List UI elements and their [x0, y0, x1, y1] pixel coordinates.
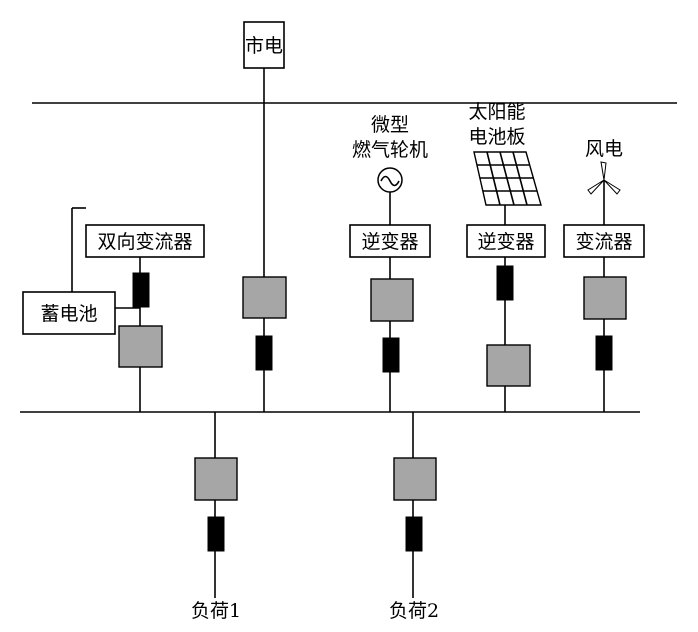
load1-switch	[194, 457, 238, 501]
wind-label: 风电	[585, 138, 623, 160]
bidirectional-converter-label: 双向变流器	[97, 231, 192, 253]
load1-label: 负荷1	[191, 600, 241, 622]
wind-turbine-icon	[587, 161, 621, 225]
solar-switch	[486, 344, 531, 387]
microturbine-inverter-box	[349, 224, 431, 258]
solar-inverter-box	[466, 224, 546, 258]
wind-switch	[583, 276, 627, 320]
microturbine-switch	[370, 278, 414, 322]
microturbine-label-line1: 微型	[371, 114, 409, 136]
battery-label: 蓄电池	[40, 303, 97, 325]
load1-breaker	[207, 516, 225, 552]
load2-switch	[393, 457, 437, 501]
sine-wave-icon	[380, 175, 400, 187]
battery-switch	[118, 325, 163, 368]
load2-breaker	[405, 516, 423, 552]
grid-breaker	[255, 335, 273, 371]
battery-breaker	[132, 272, 150, 308]
grid-label: 市电	[245, 35, 283, 57]
bidirectional-converter-box	[85, 224, 205, 258]
solar-breaker	[496, 265, 514, 301]
load2-label: 负荷2	[389, 600, 439, 622]
solar-panel-icon	[473, 151, 542, 206]
grid-switch	[242, 276, 287, 319]
battery-box	[22, 291, 116, 335]
microturbine-breaker	[382, 337, 400, 373]
grid-box	[243, 21, 285, 69]
solar-inverter-label: 逆变器	[477, 231, 534, 253]
microturbine-label-line2: 燃气轮机	[352, 139, 428, 161]
wind-converter-label: 变流器	[575, 231, 632, 253]
solar-label-line2: 电池板	[468, 126, 525, 148]
wind-breaker	[595, 335, 613, 371]
solar-label-line1: 太阳能	[468, 101, 525, 123]
microturbine-inverter-label: 逆变器	[361, 231, 418, 253]
